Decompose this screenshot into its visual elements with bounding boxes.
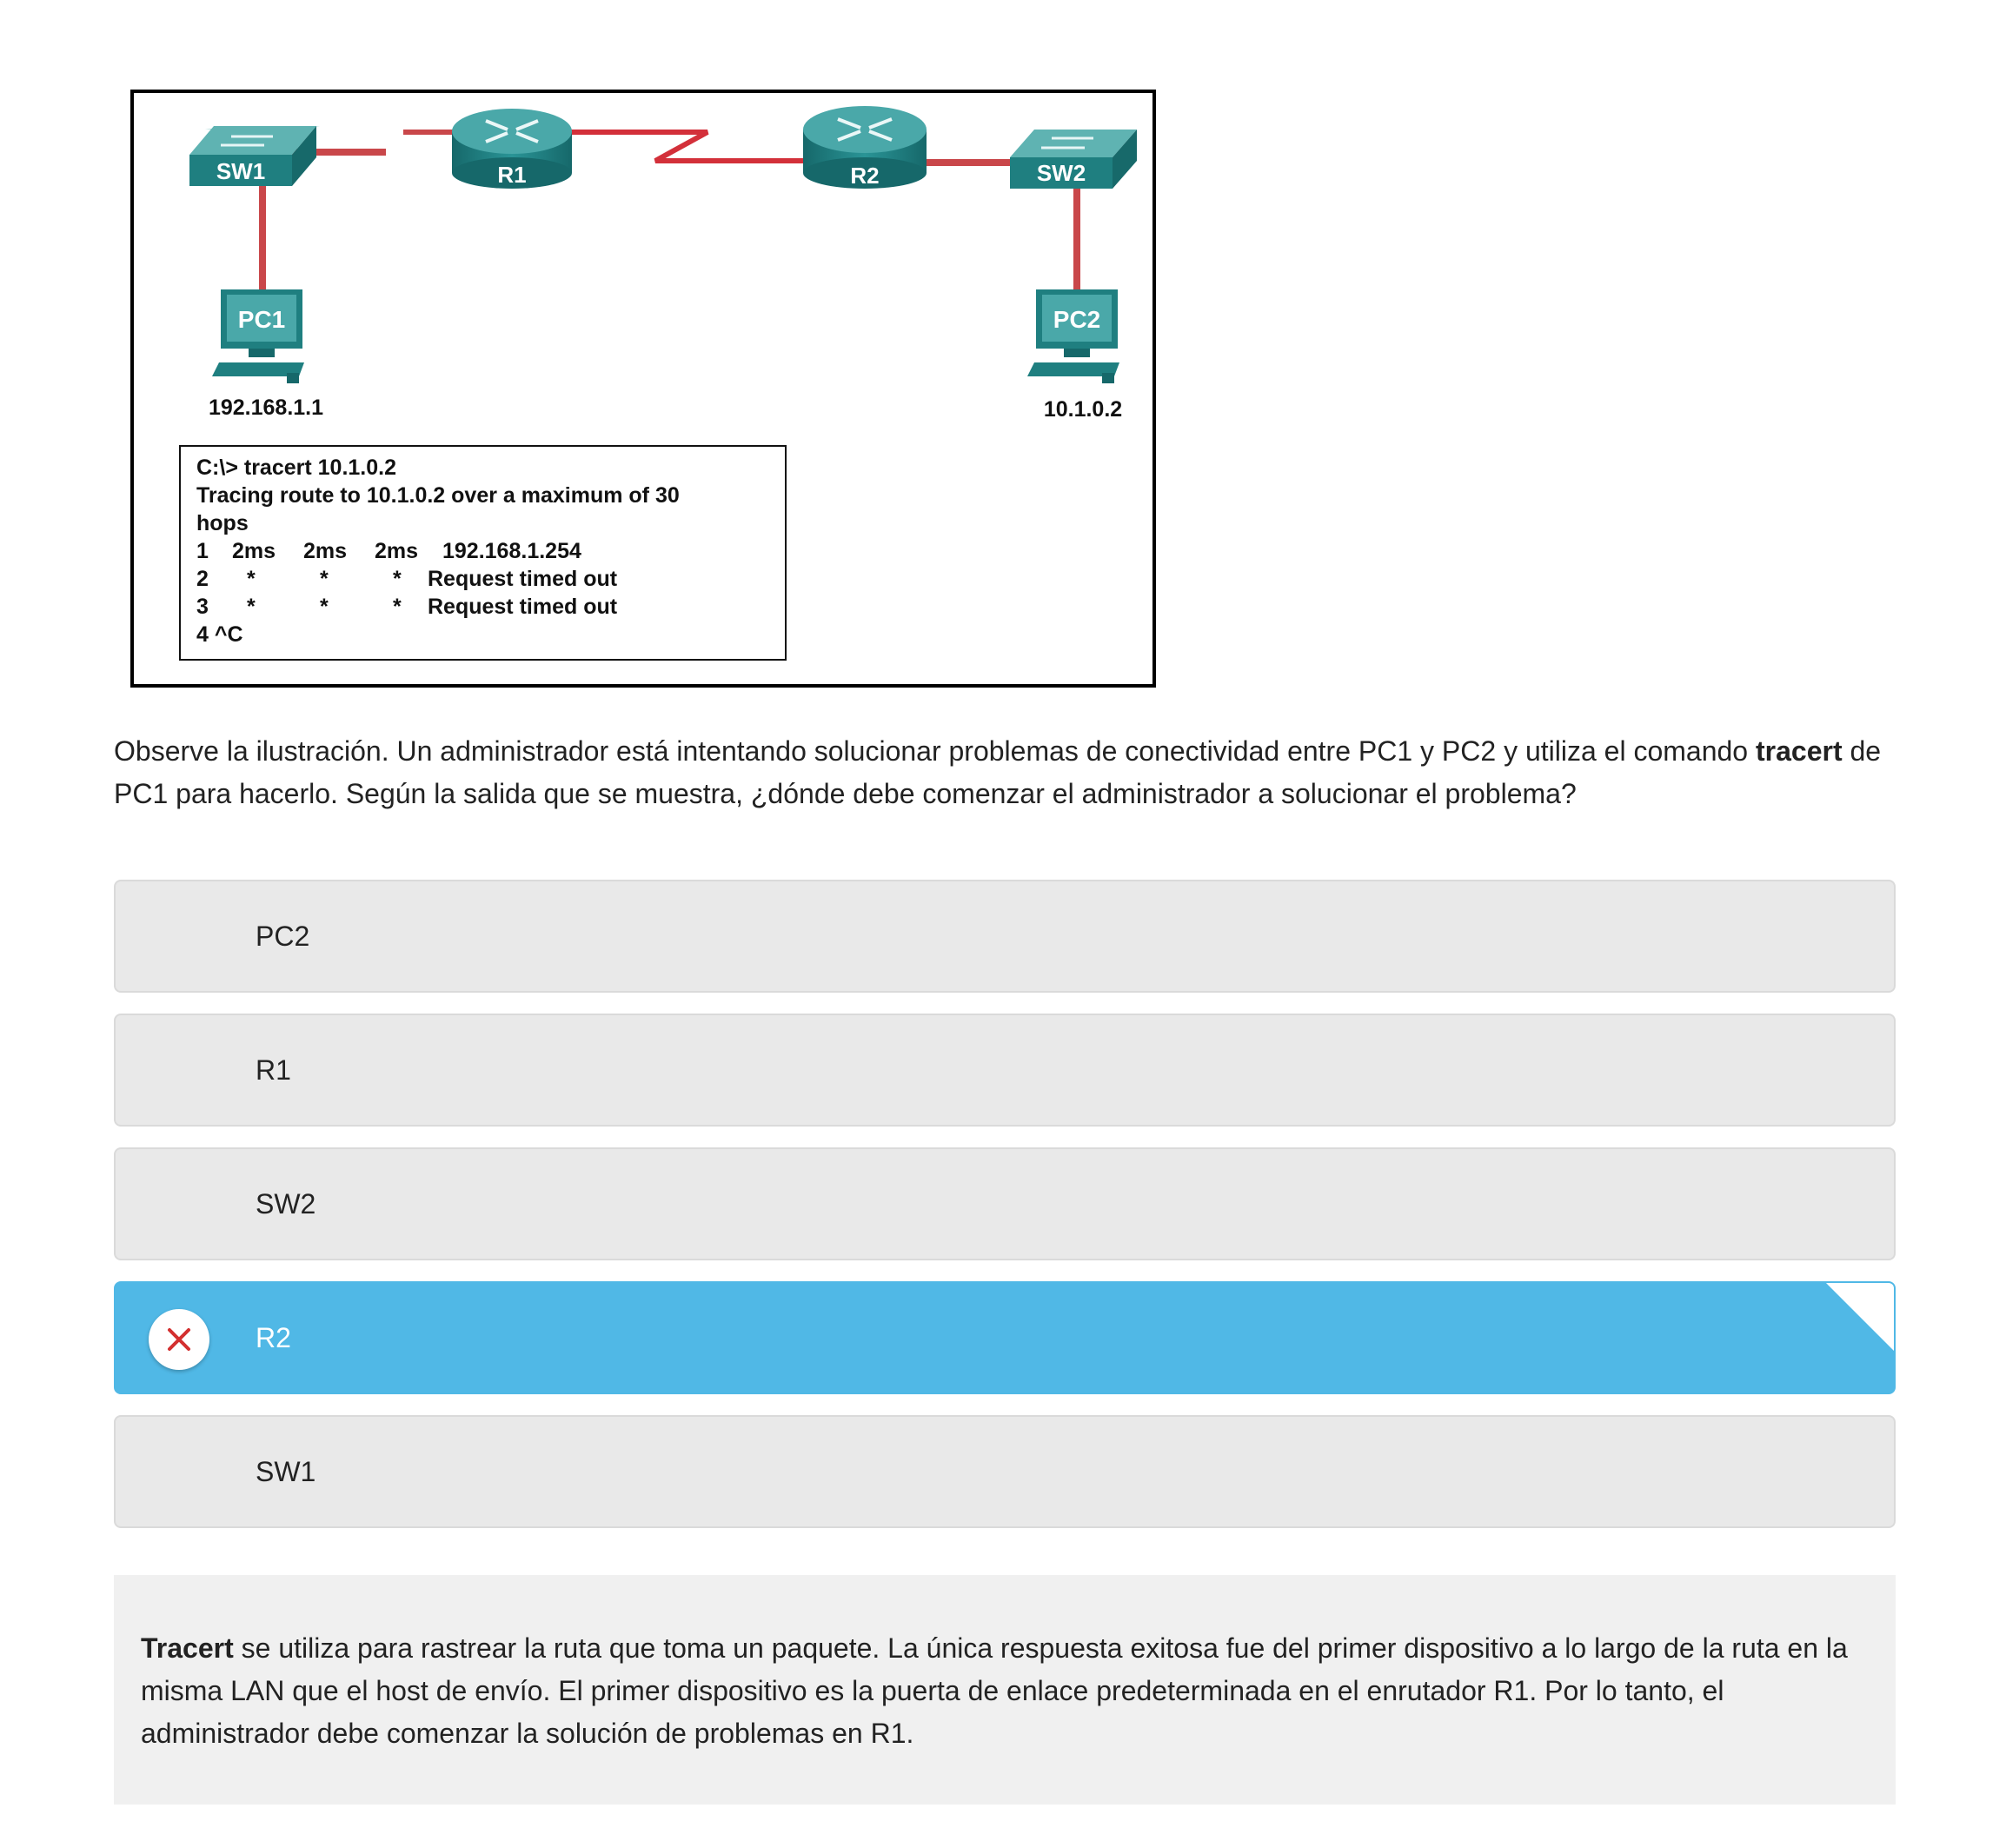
question-part2: de PC1 para hacerlo. Según la salida que… [114,735,1882,809]
pc2-ip-label: 10.1.0.2 [1044,397,1122,422]
hop-time: * [393,595,402,619]
option-r1[interactable]: R1 [114,1014,1896,1127]
question-text: Observe la ilustración. Un administrador… [114,730,1887,815]
feedback-panel: Tracert se utiliza para rastrear la ruta… [114,1575,1896,1805]
sw1-switch-icon: SW1 [189,126,320,186]
sw2-switch-icon: SW2 [1010,130,1137,189]
terminal-hop4: 4 ^C [196,622,243,647]
option-sw1[interactable]: SW1 [114,1415,1896,1528]
option-r2-selected[interactable]: R2 [114,1281,1896,1394]
svg-text:R1: R1 [497,162,526,188]
option-pc2[interactable]: PC2 [114,880,1896,993]
svg-text:SW2: SW2 [1037,160,1086,186]
option-label: R1 [256,1054,291,1086]
hop-result: 192.168.1.254 [442,539,581,563]
r2-router-icon: R2 [803,106,927,189]
hop-result: Request timed out [428,595,618,619]
hop-number: 3 [196,595,209,619]
hop-time: * [247,595,256,619]
topology-figure: SW1 R1 R2 SW2 [130,90,1156,688]
option-label: PC2 [256,921,310,952]
hop-number: 1 [196,539,209,563]
svg-text:PC1: PC1 [238,306,285,333]
hop-time: 2ms [303,539,347,563]
feedback-text: se utiliza para rastrear la ruta que tom… [141,1632,1848,1749]
question-command: tracert [1755,735,1843,767]
serial-link-r1-r2 [558,130,840,163]
pc1-computer-icon: PC1 [212,289,304,383]
feedback-command: Tracert [141,1632,234,1664]
hop-time: * [320,595,329,619]
option-label: SW1 [256,1456,316,1487]
svg-text:R2: R2 [850,163,879,189]
terminal-line2: hops [196,511,249,535]
pc2-computer-icon: PC2 [1027,289,1119,383]
svg-text:PC2: PC2 [1053,306,1100,333]
topology-diagram: SW1 R1 R2 SW2 [179,106,1137,661]
hop-time: * [247,567,256,591]
tracert-output-box: C:\> tracert 10.1.0.2 Tracing route to 1… [179,445,787,661]
hop-result: Request timed out [428,567,618,591]
terminal-command: C:\> tracert 10.1.0.2 [196,455,396,480]
hop-time: * [320,567,329,591]
corner-fold-icon [1826,1283,1894,1351]
pc1-ip-label: 192.168.1.1 [209,396,323,420]
hop-time: 2ms [375,539,418,563]
incorrect-icon [149,1309,209,1370]
option-label: R2 [256,1322,291,1353]
terminal-line1: Tracing route to 10.1.0.2 over a maximum… [196,483,680,508]
hop-number: 2 [196,567,209,591]
hop-time: * [393,567,402,591]
question-part1: Observe la ilustración. Un administrador… [114,735,1756,767]
option-label: SW2 [256,1188,316,1220]
option-sw2[interactable]: SW2 [114,1147,1896,1260]
r1-router-icon: R1 [452,109,572,189]
hop-time: 2ms [232,539,276,563]
svg-text:SW1: SW1 [216,158,265,184]
